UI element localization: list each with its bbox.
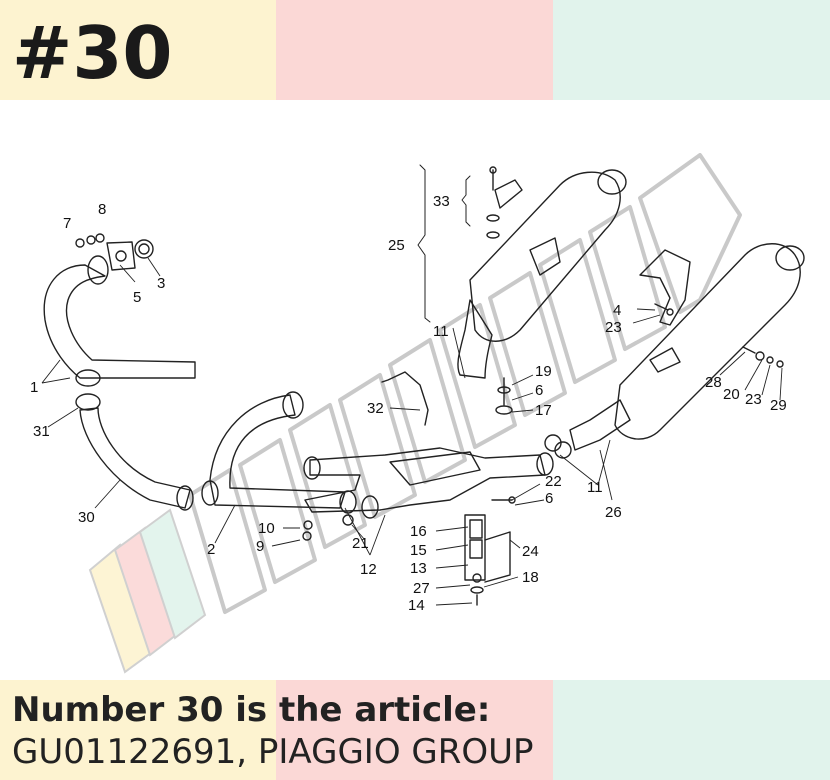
callout-32: 32 bbox=[367, 400, 384, 417]
callout-labels: 1 2 3 4 5 6 6 7 8 9 10 11 11 12 13 14 15… bbox=[30, 193, 787, 614]
callout-6a: 6 bbox=[535, 382, 543, 399]
callout-31: 31 bbox=[33, 423, 50, 440]
exhaust-exploded-diagram: 1 2 3 4 5 6 6 7 8 9 10 11 11 12 13 14 15… bbox=[30, 153, 805, 674]
callout-9: 9 bbox=[256, 538, 264, 555]
callout-14: 14 bbox=[408, 597, 425, 614]
callout-17: 17 bbox=[535, 402, 552, 419]
leader-lines bbox=[41, 257, 783, 606]
callout-4: 4 bbox=[613, 302, 621, 319]
footer-color-band bbox=[0, 680, 830, 780]
callout-19: 19 bbox=[535, 363, 552, 380]
header-color-band bbox=[0, 0, 830, 100]
callout-22: 22 bbox=[545, 473, 562, 490]
callout-23b: 23 bbox=[745, 391, 762, 408]
callout-11b: 11 bbox=[587, 479, 603, 496]
link-pipe bbox=[79, 407, 191, 509]
callout-12: 12 bbox=[360, 561, 377, 578]
callout-24: 24 bbox=[522, 543, 539, 560]
exhaust-parts-drawing bbox=[43, 164, 805, 606]
part-number-title: #30 bbox=[12, 11, 173, 95]
callout-30: 30 bbox=[78, 509, 95, 526]
watermark-logo bbox=[88, 153, 742, 674]
callout-20: 20 bbox=[723, 386, 740, 403]
callout-27: 27 bbox=[413, 580, 430, 597]
callout-6b: 6 bbox=[545, 490, 553, 507]
callout-11a: 11 bbox=[433, 323, 449, 340]
callout-3: 3 bbox=[157, 275, 165, 292]
callout-5: 5 bbox=[133, 289, 141, 306]
lower-silencer bbox=[614, 243, 801, 440]
callout-25: 25 bbox=[388, 237, 405, 254]
header-pipe-rear bbox=[209, 394, 346, 509]
callout-16: 16 bbox=[410, 523, 427, 540]
callout-26: 26 bbox=[605, 504, 622, 521]
callout-8: 8 bbox=[98, 201, 106, 218]
callout-7: 7 bbox=[63, 215, 71, 232]
header-pipe-front-left bbox=[43, 264, 196, 379]
callout-23a: 23 bbox=[605, 319, 622, 336]
callout-2: 2 bbox=[207, 541, 215, 558]
callout-29: 29 bbox=[770, 397, 787, 414]
article-caption: Number 30 is the article: bbox=[12, 690, 491, 730]
callout-15: 15 bbox=[410, 542, 427, 559]
callout-33: 33 bbox=[433, 193, 450, 210]
callout-13: 13 bbox=[410, 560, 427, 577]
silencer-bracket bbox=[639, 249, 691, 326]
callout-1: 1 bbox=[30, 379, 38, 396]
article-code: GU01122691, PIAGGIO GROUP bbox=[12, 732, 534, 772]
callout-18: 18 bbox=[522, 569, 539, 586]
callout-28: 28 bbox=[705, 374, 722, 391]
callout-10: 10 bbox=[258, 520, 275, 537]
callout-21: 21 bbox=[352, 535, 369, 552]
upper-silencer bbox=[469, 171, 621, 342]
